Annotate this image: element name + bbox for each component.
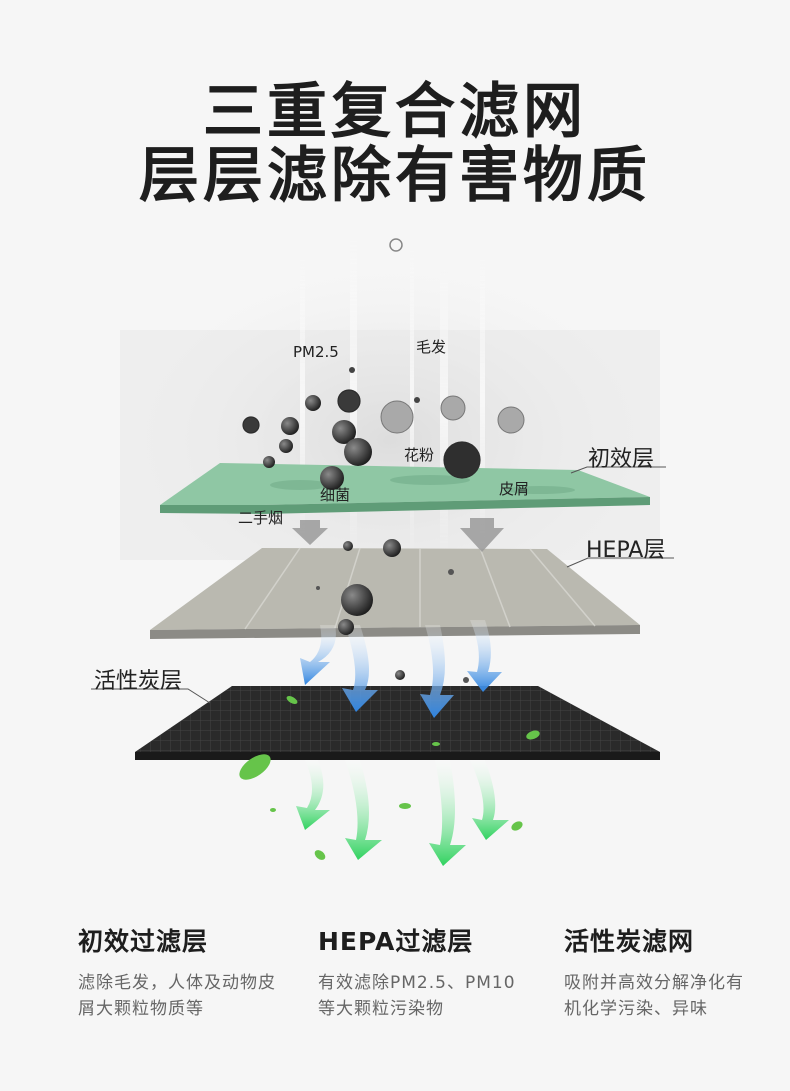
layer-label-carbon: 活性炭层: [94, 669, 183, 694]
feature-title: 初效过滤层: [78, 927, 209, 956]
headline-line-2: 层层滤除有害物质: [139, 141, 651, 211]
feature-title: HEPA过滤层: [318, 927, 474, 956]
layer-label-primary: 初效层: [588, 447, 655, 472]
particle-label-pm25: PM2.5: [293, 343, 339, 361]
headline-line-1: 三重复合滤网: [203, 77, 587, 147]
feature-desc: 吸附并高效分解净化有机化学污染、异味: [564, 973, 744, 1019]
particle-label-dander: 皮屑: [499, 480, 530, 498]
layer-label-hepa: HEPA层: [586, 538, 666, 563]
feature-carbon: 活性炭滤网 吸附并高效分解净化有机化学污染、异味: [564, 922, 744, 1022]
particle-label-smoke: 二手烟: [238, 509, 284, 527]
filter-illustration: [91, 230, 674, 866]
particle-label-hair: 毛发: [416, 338, 447, 356]
feature-hepa: HEPA过滤层 有效滤除PM2.5、PM10等大颗粒污染物: [318, 922, 528, 1022]
feature-title: 活性炭滤网: [564, 927, 695, 956]
feature-primary: 初效过滤层 滤除毛发，人体及动物皮屑大颗粒物质等: [78, 922, 288, 1022]
particle-label-bacteria: 细菌: [320, 486, 351, 504]
feature-desc: 有效滤除PM2.5、PM10等大颗粒污染物: [318, 973, 516, 1019]
particle-label-pollen: 花粉: [404, 446, 435, 464]
feature-desc: 滤除毛发，人体及动物皮屑大颗粒物质等: [78, 973, 276, 1019]
